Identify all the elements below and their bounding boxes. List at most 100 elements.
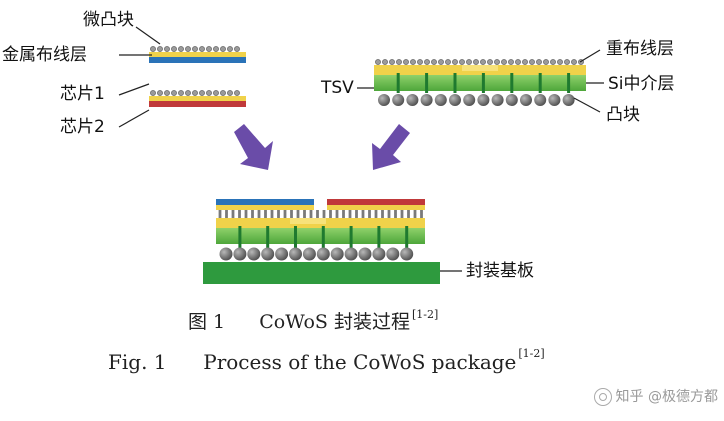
micro-bump <box>550 59 556 65</box>
micro-bump <box>375 59 381 65</box>
micro-bump <box>536 59 542 65</box>
tsv-vias <box>396 73 571 93</box>
chip1-die <box>149 57 246 63</box>
micro-bump <box>234 90 240 96</box>
micro-bump <box>178 90 184 96</box>
tsv <box>405 226 409 248</box>
micro-bump-pillar <box>251 210 254 218</box>
caption-en: Fig. 1 Process of the CoWoS package[1-2] <box>108 348 545 372</box>
micro-bump-pillar <box>316 210 319 218</box>
micro-bump-pillar <box>303 210 306 218</box>
assembled-chip1-die <box>216 199 314 205</box>
micro-bump <box>445 59 451 65</box>
c4-bump <box>548 94 561 106</box>
tsv <box>567 73 571 93</box>
c4-bump <box>302 247 316 261</box>
micro-bump <box>220 46 226 52</box>
micro-bump-pillar <box>387 210 391 218</box>
c4-bump <box>358 247 372 261</box>
c4-bump <box>477 94 490 106</box>
c4-bump <box>344 247 358 261</box>
micro-bump-pillar <box>348 210 352 218</box>
micro-bump-pillar <box>329 210 332 218</box>
micro-bump <box>164 46 170 52</box>
micro-bump <box>515 59 521 65</box>
micro-bump <box>199 90 205 96</box>
micro-bump <box>382 59 388 65</box>
micro-bump-pillar <box>309 210 313 218</box>
process-arrow-left <box>234 124 273 170</box>
label-substrate: 封装基板 <box>466 261 534 281</box>
chip1-micro-bumps <box>150 46 240 52</box>
micro-bump-pillar <box>374 210 378 218</box>
micro-bump-pillar <box>394 210 397 218</box>
micro-bump <box>466 59 472 65</box>
micro-bump-pillar <box>413 210 417 218</box>
micro-bump-pillar <box>296 210 300 218</box>
micro-bump <box>227 90 233 96</box>
right-leader-lines <box>357 49 604 113</box>
micro-bump-pillar <box>244 210 248 218</box>
c4-bump <box>247 247 261 261</box>
assembled-micro-bumps <box>218 210 423 218</box>
micro-bump <box>150 46 156 52</box>
c4-bump <box>434 94 447 106</box>
micro-bump <box>185 46 191 52</box>
chip2-micro-bumps <box>150 90 240 96</box>
c4-bump <box>275 247 289 261</box>
c4-bump <box>316 247 330 261</box>
c4-bump <box>505 94 518 106</box>
micro-bump <box>157 90 163 96</box>
micro-bump <box>480 59 486 65</box>
label-chip1: 芯片1 <box>60 84 105 104</box>
micro-bump <box>417 59 423 65</box>
micro-bump <box>199 46 205 52</box>
assembled-rdl-highlight <box>290 218 326 224</box>
micro-bump <box>206 90 212 96</box>
micro-bump <box>213 90 219 96</box>
micro-bump <box>501 59 507 65</box>
watermark-text: 知乎 @极德方都 <box>615 389 718 405</box>
chip2-stack <box>149 90 246 107</box>
label-interposer: Si中介层 <box>608 74 675 94</box>
micro-bump <box>192 90 198 96</box>
micro-bump <box>522 59 528 65</box>
c4-bump <box>392 94 405 106</box>
label-metal-layer: 金属布线层 <box>2 45 87 65</box>
c4-bump <box>261 247 275 261</box>
c4-bump <box>289 247 302 261</box>
watermark-logo-icon <box>593 388 612 406</box>
micro-bump-pillar <box>381 210 384 218</box>
chip2-metal-layer <box>149 96 246 101</box>
micro-bump-pillar <box>342 210 345 218</box>
micro-bump-pillar <box>322 210 326 218</box>
tsv <box>453 73 457 93</box>
rdl-highlight <box>462 65 498 71</box>
label-rdl: 重布线层 <box>606 39 674 59</box>
tsv <box>321 226 325 248</box>
c4-bump <box>372 247 386 261</box>
assembled-interposer <box>216 228 425 244</box>
tsv <box>396 73 400 93</box>
c4-bump <box>400 247 414 261</box>
micro-bump <box>185 90 191 96</box>
micro-bump <box>192 46 198 52</box>
c4-bump <box>562 94 575 106</box>
micro-bump-pillar <box>238 210 241 218</box>
tsv <box>481 73 485 93</box>
micro-bump <box>227 46 233 52</box>
label-bump: 凸块 <box>606 105 640 125</box>
micro-bump <box>171 46 177 52</box>
micro-bump-pillar <box>218 210 222 218</box>
micro-bump <box>213 46 219 52</box>
micro-bump-pillar <box>225 210 228 218</box>
micro-bump <box>452 59 458 65</box>
micro-bump-pillar <box>407 210 410 218</box>
chip2-die <box>149 101 246 107</box>
assembled-tsv-vias <box>238 226 409 248</box>
micro-bump-pillar <box>335 210 339 218</box>
micro-bump <box>396 59 402 65</box>
micro-bump-pillar <box>264 210 267 218</box>
label-micro-bump: 微凸块 <box>83 10 134 30</box>
